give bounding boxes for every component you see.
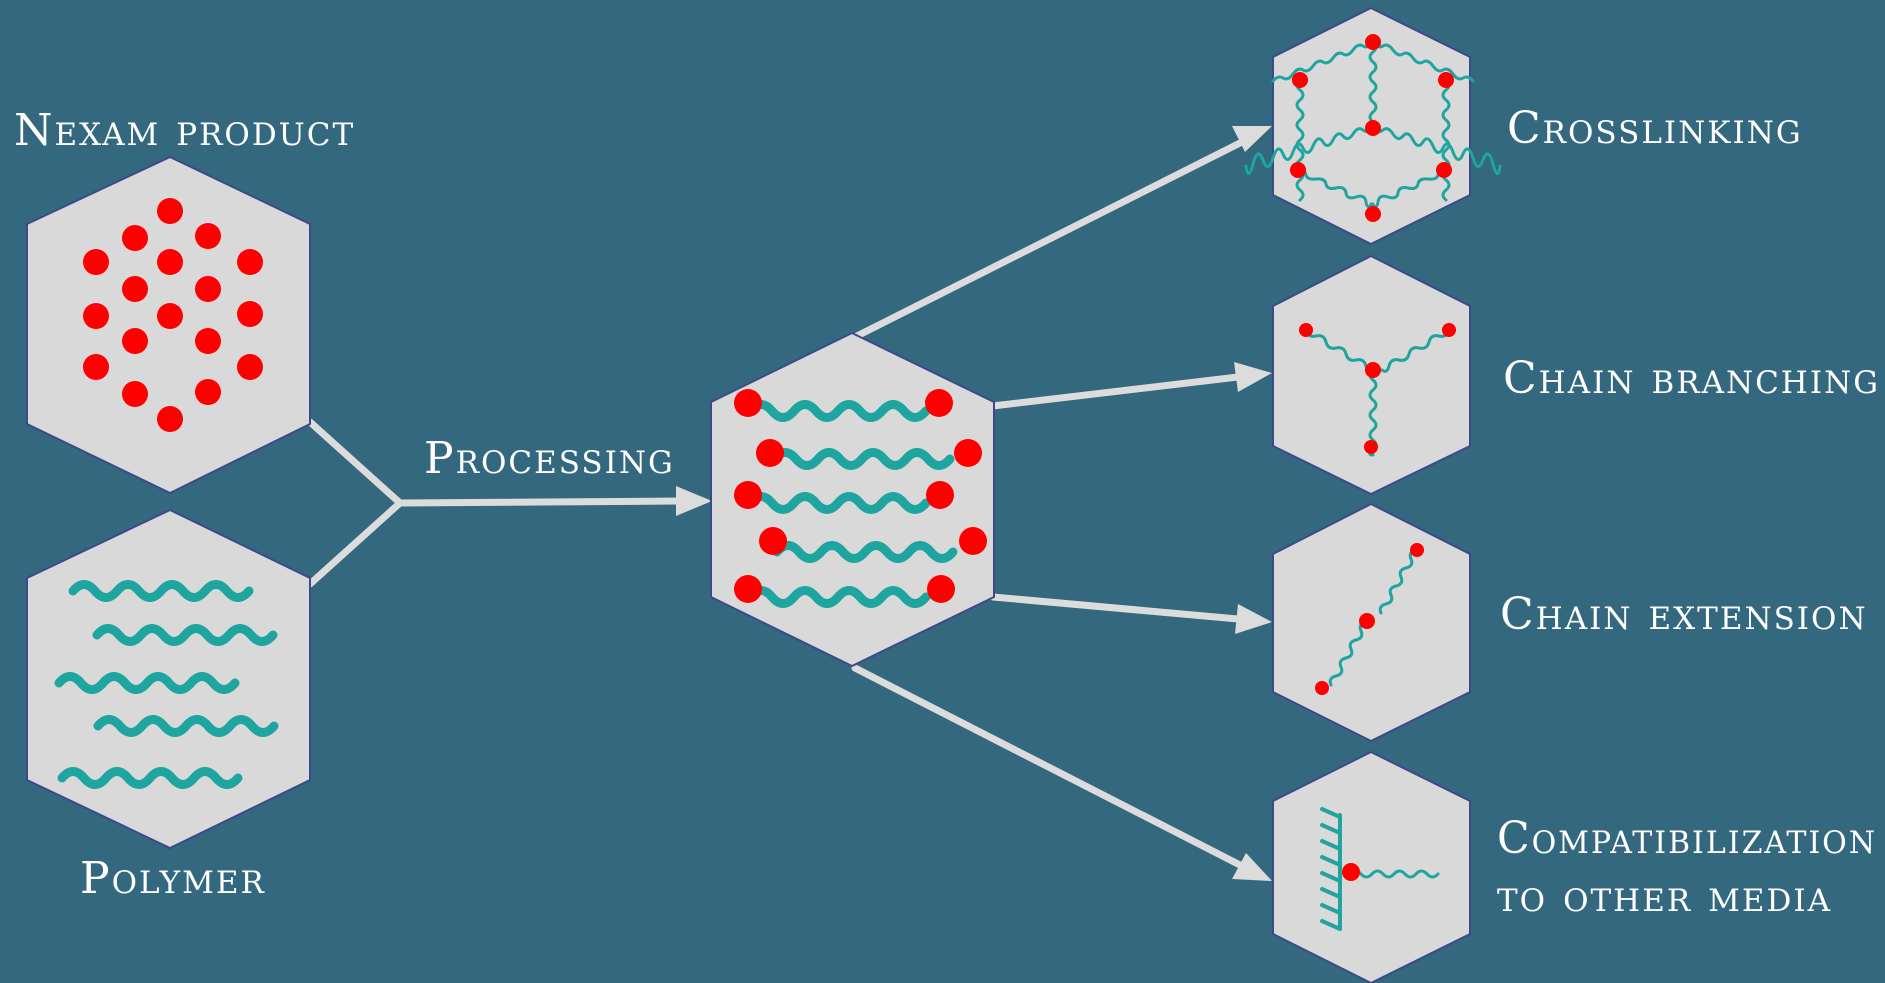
to-other-media-label: to other media: [1497, 871, 1832, 922]
reactive-dot-cluster: [83, 198, 263, 432]
processing-label: Processing: [424, 433, 675, 484]
functionalized-chains: [734, 389, 987, 604]
chain-extension-hexagon: [1272, 502, 1471, 743]
chain-branching-hexagon: [1272, 254, 1471, 496]
processed-mixture-hexagon: [710, 331, 995, 668]
chain-branching-label: Chain branching: [1503, 353, 1880, 404]
merge-connector: [306, 418, 684, 588]
arrow-to-crosslinking: [851, 126, 1272, 341]
crosslinking-label: Crosslinking: [1507, 103, 1803, 154]
crosslinking-hexagon: [1244, 6, 1502, 246]
surface-anchor: [1320, 807, 1342, 931]
compatibilization-hexagon: [1272, 750, 1471, 983]
arrow-to-chain-branching: [989, 362, 1272, 410]
polymer-label: Polymer: [80, 853, 266, 904]
compatibilization-label: Compatibilization: [1497, 813, 1877, 864]
arrow-to-chain-extension: [989, 593, 1272, 634]
arrow-to-compatibilization: [851, 664, 1272, 881]
nexam-product-label: Nexam product: [14, 105, 355, 156]
extended-chain: [1328, 548, 1418, 687]
crosslinked-network: [1244, 40, 1502, 209]
nexam-product-hexagon: [26, 155, 311, 495]
processing-arrowhead: [676, 486, 712, 516]
polymer-hexagon: [26, 508, 311, 850]
chain-extension-label: Chain extension: [1500, 589, 1868, 640]
